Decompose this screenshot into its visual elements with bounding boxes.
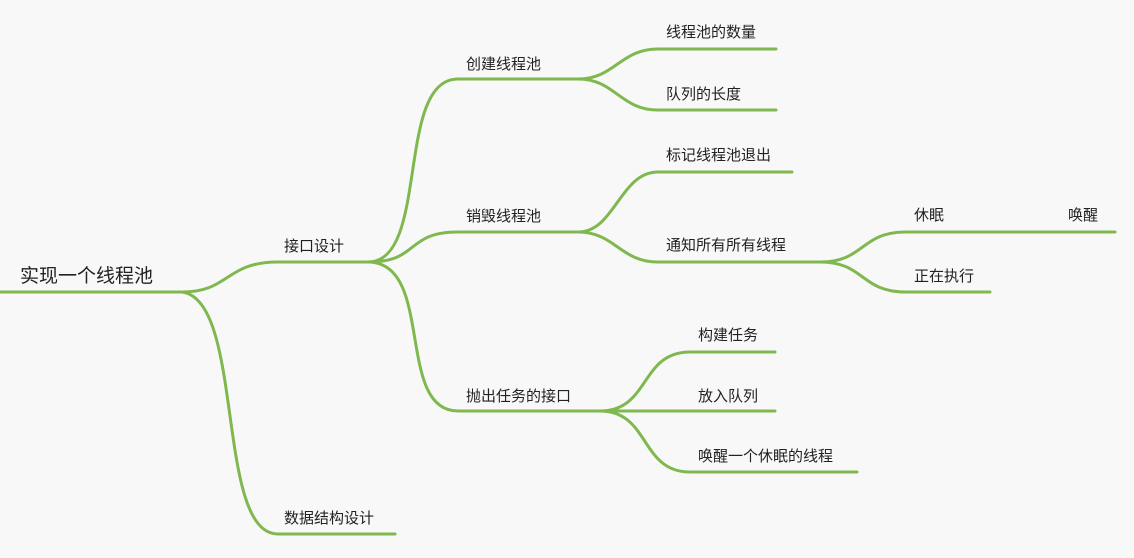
edge-destroy-to-notify	[576, 230, 660, 264]
node-notify-threads[interactable]: 通知所有所有线程	[666, 236, 787, 254]
edge-submit-to-wakeone	[598, 409, 692, 474]
node-submit-task[interactable]: 抛出任务的接口	[466, 387, 572, 405]
node-mark-exit[interactable]: 标记线程池退出	[666, 146, 772, 164]
node-queue-length[interactable]: 队列的长度	[666, 85, 742, 103]
node-interface-design[interactable]: 接口设计	[284, 237, 345, 255]
node-destroy-pool[interactable]: 销毁线程池	[466, 207, 542, 225]
edge-destroy-to-mark	[576, 170, 660, 234]
edge-interface-to-submit	[366, 260, 460, 413]
node-enqueue[interactable]: 放入队列	[698, 387, 759, 405]
edge-submit-to-build	[598, 350, 692, 413]
node-data-structure-design[interactable]: 数据结构设计	[284, 509, 375, 527]
edge-interface-to-destroy	[366, 230, 460, 264]
node-build-task[interactable]: 构建任务	[698, 326, 759, 344]
edge-root-to-data-structure	[180, 290, 280, 536]
root-node-label[interactable]: 实现一个线程池	[20, 265, 154, 287]
node-wake-one[interactable]: 唤醒一个休眠的线程	[698, 447, 834, 465]
node-create-pool[interactable]: 创建线程池	[466, 55, 542, 73]
edge-create-to-queue	[576, 77, 660, 112]
node-pool-count[interactable]: 线程池的数量	[666, 23, 757, 41]
edge-notify-to-sleep	[818, 230, 908, 264]
edge-notify-to-running	[818, 260, 908, 294]
node-running[interactable]: 正在执行	[914, 267, 975, 285]
edge-root-to-interface	[180, 260, 280, 294]
node-wake[interactable]: 唤醒	[1068, 206, 1099, 224]
edge-interface-to-create	[366, 77, 460, 264]
node-sleep[interactable]: 休眠	[914, 206, 945, 224]
edge-create-to-count	[576, 47, 660, 81]
